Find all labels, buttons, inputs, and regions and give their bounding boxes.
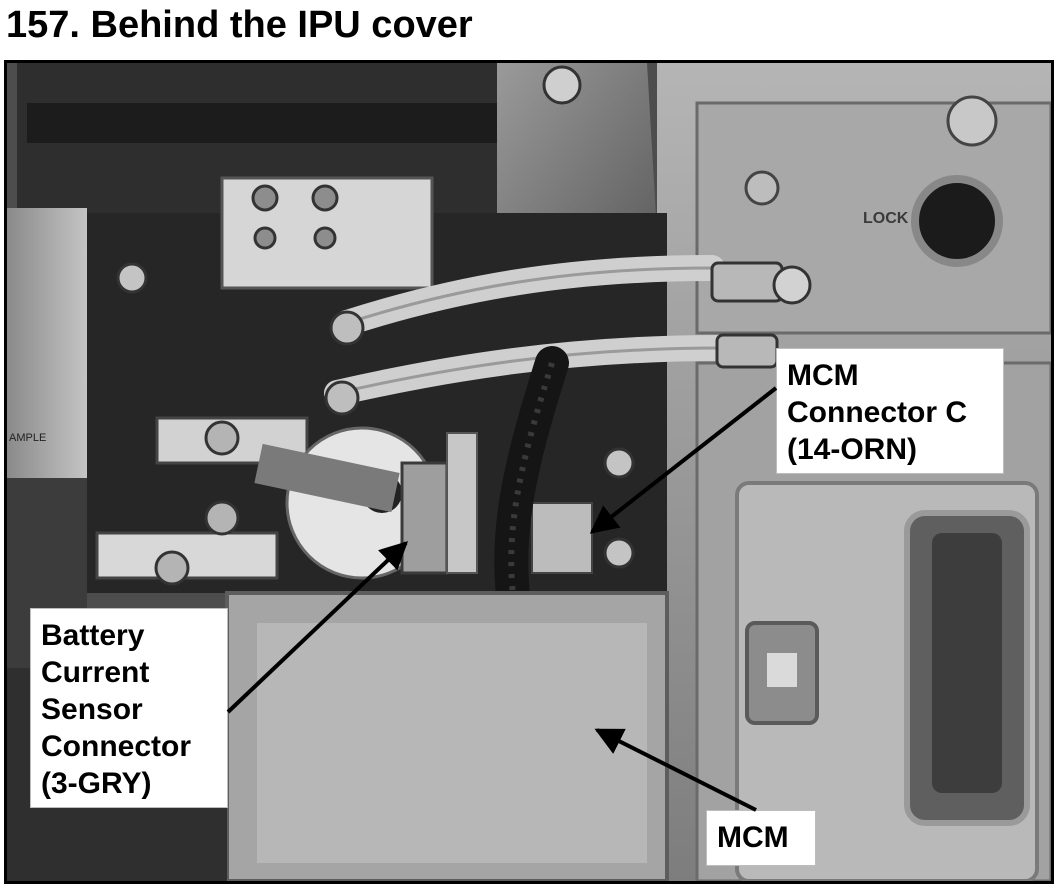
sample-tag: AMPLE — [9, 432, 46, 444]
callout-mcm: MCM — [706, 810, 816, 866]
page-title: 157. Behind the IPU cover — [6, 4, 473, 46]
callout-battery-current-sensor-connector: Battery Current Sensor Connector (3-GRY) — [30, 608, 228, 808]
callout-mcm-connector-c: MCM Connector C (14-ORN) — [776, 348, 1004, 474]
lock-mark: LOCK — [863, 210, 909, 227]
